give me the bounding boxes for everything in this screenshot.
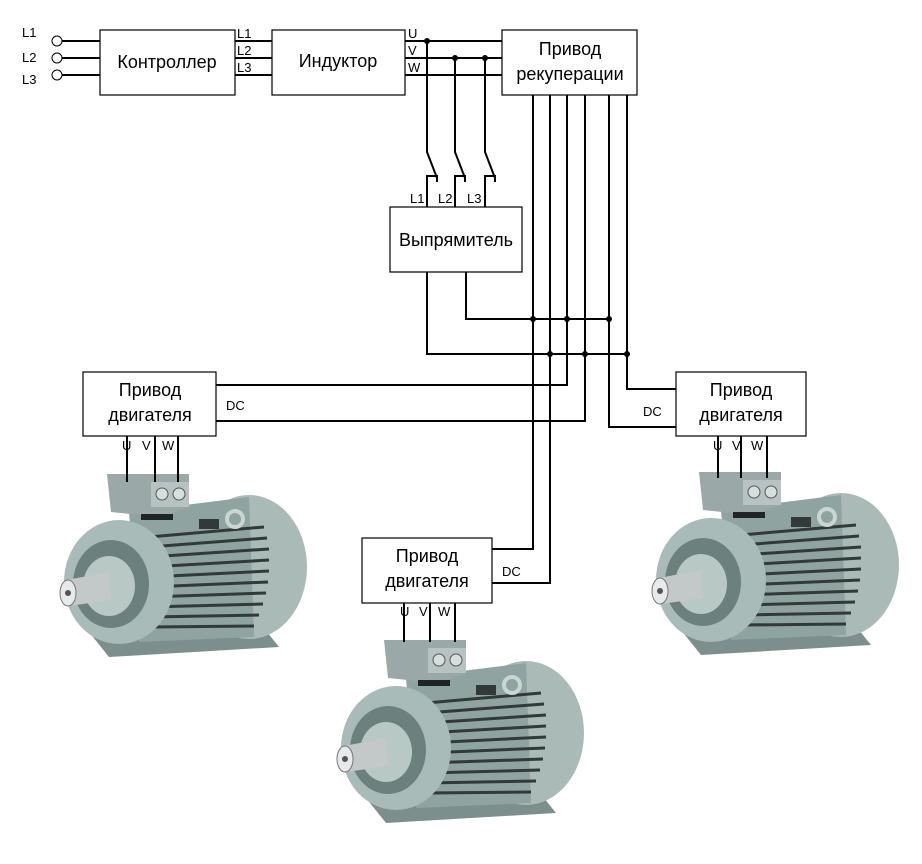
inductor-out-u: U [408, 26, 417, 41]
input-label-l2: L2 [22, 50, 36, 65]
motor-drive-right: Привод двигателя DC U V W [643, 371, 899, 655]
inductor-box [271, 29, 406, 96]
inductor-label: Индуктор [299, 51, 378, 71]
drive-center-label-1: Привод [396, 546, 459, 566]
drive-center-dc: DC [502, 564, 521, 579]
controller-out-l1: L1 [237, 26, 251, 41]
drive-left-label-2: двигателя [108, 405, 192, 425]
controller-label: Контроллер [117, 52, 216, 72]
rectifier-box [389, 206, 523, 273]
motor-drive-left: Привод двигателя DC U V W [60, 371, 307, 657]
drive-left-label-1: Привод [119, 380, 182, 400]
input-label-l1: L1 [22, 25, 36, 40]
drive-left-v: V [142, 438, 151, 453]
drive-right-w: W [751, 438, 764, 453]
drive-center-v: V [419, 604, 428, 619]
drive-center-u: U [400, 604, 409, 619]
drive-left-w: W [162, 438, 175, 453]
inductor-out-v: V [408, 43, 417, 58]
input-label-l3: L3 [22, 72, 36, 87]
rectifier-switches [426, 41, 496, 207]
rectifier-in-l1: L1 [410, 191, 424, 206]
drive-center-w: W [438, 604, 451, 619]
motor-drive-center: Привод двигателя DC U V W [337, 537, 584, 823]
regen-drive-label-1: Привод [539, 39, 602, 59]
drive-center-label-2: двигателя [385, 571, 469, 591]
controller-out-l3: L3 [237, 60, 251, 75]
rectifier-in-l2: L2 [438, 191, 452, 206]
drive-right-label-1: Привод [710, 380, 773, 400]
inductor-out-w: W [408, 60, 421, 75]
regen-drive-box [501, 29, 638, 96]
controller-box [99, 29, 236, 96]
dc-bus [216, 95, 676, 584]
drive-right-u: U [713, 438, 722, 453]
drive-left-dc: DC [226, 398, 245, 413]
drive-left-u: U [122, 438, 131, 453]
controller-out-l2: L2 [237, 43, 251, 58]
regen-drive-label-2: рекуперации [516, 64, 623, 84]
rectifier-label: Выпрямитель [399, 230, 513, 250]
drive-right-label-2: двигателя [699, 405, 783, 425]
drive-right-dc: DC [643, 404, 662, 419]
input-terminals: L1 L2 L3 [22, 25, 100, 87]
drive-right-v: V [732, 438, 741, 453]
rectifier-in-l3: L3 [467, 191, 481, 206]
